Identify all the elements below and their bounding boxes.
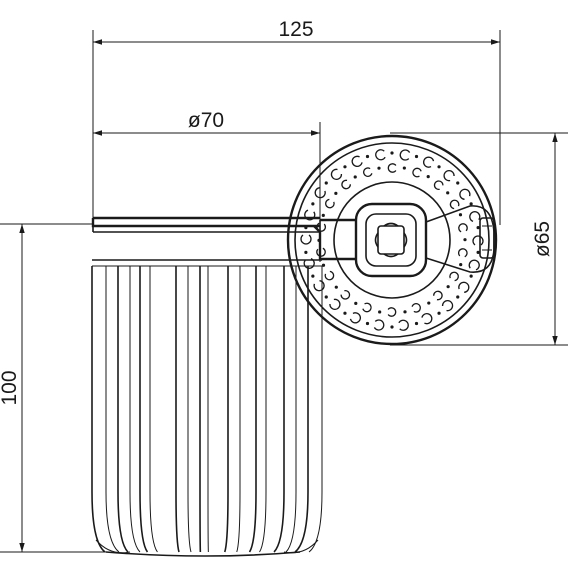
dimension-cup-diameter: ø70 xyxy=(93,109,321,262)
dimension-label-100: 100 xyxy=(0,370,21,405)
dimension-label-125: 125 xyxy=(278,18,313,41)
dimension-label-d65: ø65 xyxy=(531,221,554,257)
cup-rim xyxy=(91,216,322,260)
mounting-socket xyxy=(354,202,428,278)
wire-basket xyxy=(91,259,323,557)
dimension-label-d70: ø70 xyxy=(188,109,224,132)
dimension-cup-height: 100 xyxy=(0,223,110,553)
dimension-total-width: 125 xyxy=(92,18,501,225)
rosette-ornament-ring xyxy=(300,149,484,331)
holder-arm xyxy=(320,218,356,261)
wall-rosette xyxy=(286,134,498,346)
dimension-rosette-diameter: ø65 xyxy=(390,132,568,346)
